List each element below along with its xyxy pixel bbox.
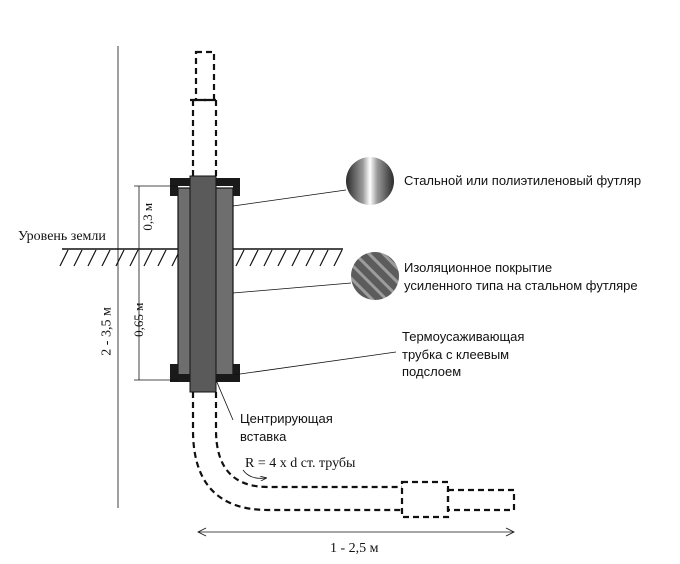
leader-centering [215, 379, 234, 421]
dim-lower-label: 0,65 м [131, 302, 147, 337]
steel-sleeve [170, 175, 240, 393]
centering-insert-label: Центрирующая вставка [240, 411, 333, 444]
dim-lower [134, 249, 178, 381]
leader-lines [215, 189, 397, 478]
hatched-sphere-icon [351, 252, 399, 300]
leader-heat-shrink [232, 351, 397, 376]
steel-sphere-icon [346, 157, 394, 205]
leader-insulation [232, 282, 352, 294]
dim-total-height-label: 2 - 3,5 м [99, 307, 115, 356]
bend-radius-label: R = 4 x d ст. трубы [245, 456, 356, 471]
gas-pipe-dashed [190, 50, 516, 519]
dim-horizontal-label: 1 - 2,5 м [330, 541, 379, 556]
sleeve-label: Стальной или полиэтиленовый футляр [404, 173, 642, 188]
ground-hatching [59, 249, 343, 267]
dim-upper-label: 0,3 м [140, 202, 156, 231]
ground-level-label: Уровень земли [18, 229, 106, 244]
bend-radius-arrow [242, 469, 266, 478]
leader-sleeve [232, 189, 347, 207]
heat-shrink-label: Термоусаживающая трубка с клеевым подсло… [402, 329, 525, 380]
dim-upper [134, 185, 178, 250]
dim-horizontal [197, 527, 515, 537]
insulation-label: Изоляционное покрытие усиленного типа на… [404, 260, 638, 293]
